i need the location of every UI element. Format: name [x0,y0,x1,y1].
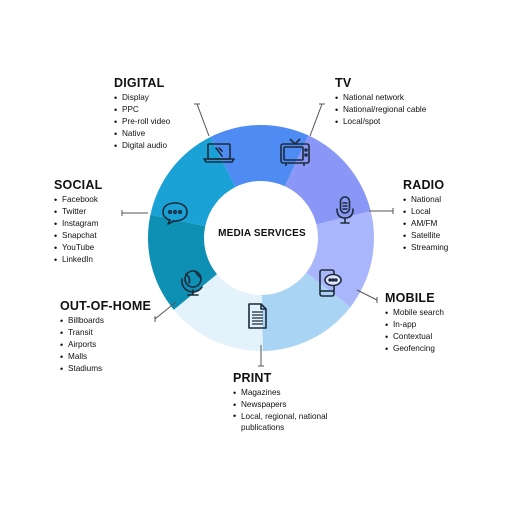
out-of-home-item: Billboards [60,315,151,327]
ring-segment-digital [148,214,218,310]
radio-block: RADIO National Local AM/FM Satellite Str… [403,178,448,254]
print-item: Local, regional, national publications [233,411,351,433]
out-of-home-item: Stadiums [60,363,151,375]
social-item: Snapchat [54,230,102,242]
mobile-item: Geofencing [385,343,444,355]
connectors [121,103,394,367]
globe-icon [181,270,203,296]
radio-list: National Local AM/FM Satellite Streaming [403,194,448,254]
connector-out-of-home [154,301,177,322]
out-of-home-title: OUT-OF-HOME [60,299,152,313]
social-block: SOCIAL Facebook Twitter Instagram Snapch… [54,178,102,266]
mobile-title: MOBILE [385,291,435,305]
radio-item: AM/FM [403,218,448,230]
laptop-icon [203,143,235,163]
radio-item: Satellite [403,230,448,242]
connector-mobile [356,289,378,303]
social-item: YouTube [54,242,102,254]
out-of-home-list: Billboards Transit Airports Malls Stadiu… [60,315,151,375]
social-item: LinkedIn [54,254,102,266]
radio-item: National [403,194,448,206]
ring-segment-social [173,274,263,351]
digital-item: PPC [114,104,170,116]
newspaper-icon [248,303,267,329]
digital-item: Display [114,92,170,104]
social-item: Twitter [54,206,102,218]
out-of-home-item: Malls [60,351,151,363]
mobile-chat-icon [319,269,342,297]
digital-item: Native [114,128,170,140]
ring-segment-out-of-home [261,272,351,351]
mobile-block: MOBILE Mobile search In-app Contextual G… [385,291,444,355]
print-item: Magazines [233,387,351,399]
tv-icon [280,138,310,166]
digital-list: Display PPC Pre-roll video Native Digita… [114,92,170,152]
out-of-home-block: OUT-OF-HOME Billboards Transit Airports … [60,299,151,375]
digital-block: DIGITAL Display PPC Pre-roll video Nativ… [114,76,170,152]
connector-digital [194,103,210,137]
connector-social [121,210,148,216]
print-list: Magazines Newspapers Local, regional, na… [233,387,351,433]
mobile-item: In-app [385,319,444,331]
digital-item: Pre-roll video [114,116,170,128]
radio-title: RADIO [403,178,445,192]
out-of-home-item: Airports [60,339,151,351]
digital-item: Digital audio [114,140,170,152]
radio-item: Local [403,206,448,218]
tv-item: National/regional cable [335,104,426,116]
connector-radio [369,208,394,214]
tv-block: TV National network National/regional ca… [335,76,426,128]
social-title: SOCIAL [54,178,103,192]
connector-tv [309,103,325,137]
social-list: Facebook Twitter Instagram Snapchat YouT… [54,194,102,266]
ring-segment-print [306,211,375,308]
ring-segment-radio [210,125,309,188]
print-item: Newspapers [233,399,351,411]
print-block: PRINT Magazines Newspapers Local, region… [233,371,351,434]
out-of-home-item: Transit [60,327,151,339]
print-title: PRINT [233,371,272,385]
connector-print [258,345,264,367]
tv-item: National network [335,92,426,104]
social-item: Facebook [54,194,102,206]
tv-item: Local/spot [335,116,426,128]
mobile-list: Mobile search In-app Contextual Geofenci… [385,307,444,355]
social-item: Instagram [54,218,102,230]
tv-list: National network National/regional cable… [335,92,426,128]
chat-bubble-icon [162,202,188,225]
microphone-icon [336,196,354,224]
mobile-item: Mobile search [385,307,444,319]
radio-item: Streaming [403,242,448,254]
mobile-item: Contextual [385,331,444,343]
center-label: MEDIA SERVICES [218,228,306,239]
tv-title: TV [335,76,352,90]
digital-title: DIGITAL [114,76,165,90]
